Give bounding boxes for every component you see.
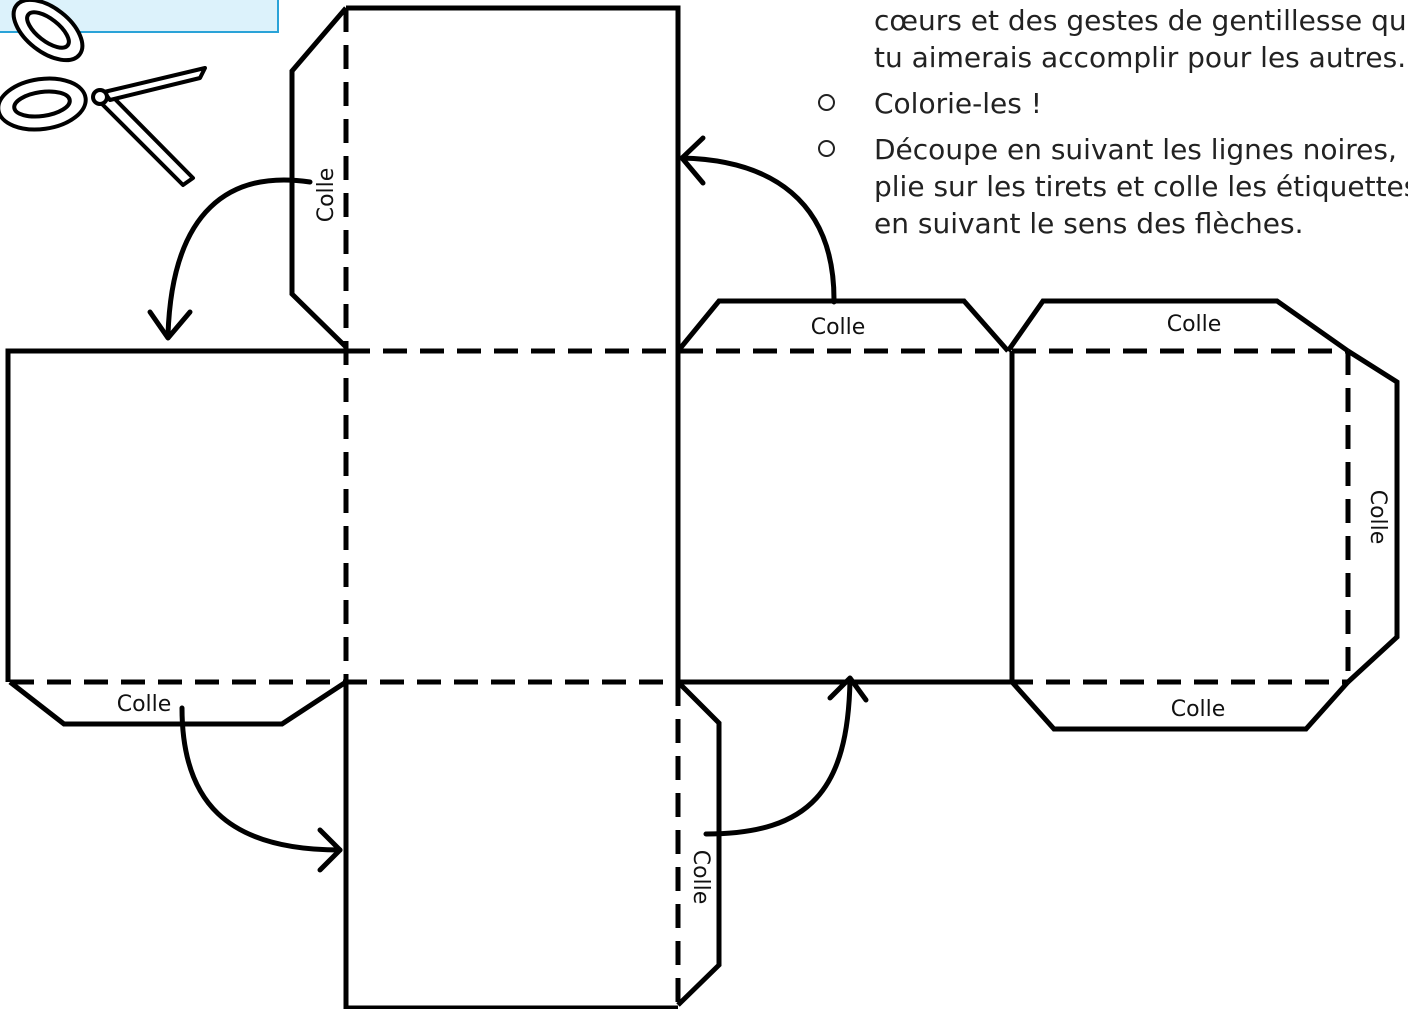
tab-label-fourth-bottom: Colle [1171,697,1226,722]
arrow-left-tab-to-bottom-face [179,705,343,873]
instruction-step-cut-line-3: en suivant le sens des flèches. [874,207,1304,240]
instructions: cœurs et des gestes de gentillesse qu tu… [818,0,1408,242]
tab-label-top-left: Colle [314,168,339,223]
tab-label-left-bottom: Colle [117,692,172,717]
tab-label-bottom-right: Colle [688,850,713,905]
tab-label-fourth-right: Colle [1365,490,1390,545]
instruction-step-color-text: Colorie-les ! [874,87,1042,120]
instruction-step-cut: Découpe en suivant les lignes noires, [818,131,1408,168]
instruction-step-cut-line-2: plie sur les tirets et colle les étiquet… [874,170,1408,203]
scissors-icon [0,0,207,187]
tab-labels: Colle Colle Colle Colle Colle Colle Coll… [117,168,1390,905]
bullet-circle-icon [818,94,835,111]
tab-label-fourth-top: Colle [1167,312,1222,337]
tab-label-third-top: Colle [811,315,866,340]
instruction-intro-line-1: cœurs et des gestes de gentillesse qu [874,4,1407,37]
arrow-top-tab-to-left-face [147,177,313,341]
arrow-bottom-tab-to-right-face [703,675,869,837]
bullet-circle-icon [818,140,835,157]
arrow-third-tab-to-top-face [679,135,837,305]
instruction-step-cut-line-1: Découpe en suivant les lignes noires, [874,133,1397,166]
glue-arrows [147,135,869,873]
instruction-step-color: Colorie-les ! [818,85,1408,122]
instruction-intro-line-2: tu aimerais accomplir pour les autres. [874,41,1407,74]
cut-lines [5,5,1400,1009]
